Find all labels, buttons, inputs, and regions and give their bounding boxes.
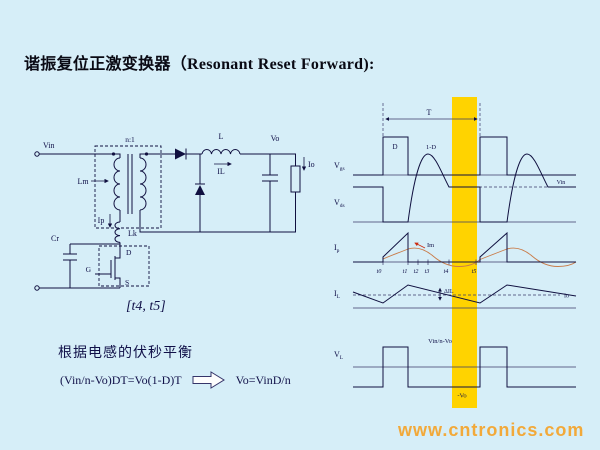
period-marker: T <box>382 103 481 138</box>
gate-label: G <box>86 265 92 274</box>
vds-row: Vin Vds <box>334 153 576 223</box>
drain-label: D <box>126 248 132 257</box>
vds-label: Vds <box>334 198 345 209</box>
t2-label: t2 <box>414 269 419 275</box>
il-row: Io ΔIL IL <box>334 284 577 309</box>
principle-text: 根据电感的伏秒平衡 <box>58 346 193 361</box>
resonant-capacitor: Cr <box>51 234 120 288</box>
im-label: Im <box>427 242 434 249</box>
t1-label: t1 <box>403 269 408 275</box>
primary-branch: Ip Lk <box>98 210 137 250</box>
vgs-label: Vgs <box>334 161 345 172</box>
vin-label: Vin <box>43 141 55 150</box>
output-inductor: L IL <box>201 132 296 176</box>
lm-label: Lm <box>77 177 89 186</box>
vin-level-label: Vin <box>557 180 566 186</box>
il-label: IL <box>217 167 225 176</box>
vo-label: Vo <box>271 134 280 143</box>
ip-row: Im Ip t0 t1 t2 t3 t4 t5 <box>334 231 577 275</box>
il-row-label: IL <box>334 289 341 300</box>
highlight-band <box>452 97 477 408</box>
vgs-row: D 1-D Vgs <box>334 136 576 176</box>
lk-label: Lk <box>128 229 137 238</box>
vl-row-label: VL <box>334 350 344 361</box>
t4-label: t4 <box>444 268 449 275</box>
turns-ratio-label: n:1 <box>125 135 135 144</box>
duty-on-label: D <box>392 143 397 151</box>
cr-label: Cr <box>51 234 59 243</box>
io-level-label: Io <box>564 294 569 300</box>
vl-row: Vin/n-Vo -Vo VL <box>334 338 576 400</box>
title-english: Resonant Reset Forward): <box>187 56 375 73</box>
title-chinese: 谐振复位正激变换器（ <box>24 56 188 73</box>
vl-high-label: Vin/n-Vo <box>428 338 452 345</box>
page-title: 谐振复位正激变换器（Resonant Reset Forward): <box>24 50 375 74</box>
equation-right: Vo=VinD/n <box>235 372 291 387</box>
mosfet: D G S <box>86 245 150 288</box>
delta-il-label: ΔIL <box>444 289 454 295</box>
ip-label: Ip <box>98 216 105 225</box>
t5-label: t5 <box>472 269 477 275</box>
watermark: www.cntronics.com <box>398 420 585 440</box>
l-label: L <box>219 132 224 141</box>
time-axis-labels: t0 t1 t2 t3 t4 t5 <box>377 268 477 275</box>
equation-left: (Vin/n-Vo)DT=Vo(1-D)T <box>60 372 182 387</box>
interval-caption: [t4, t5] <box>126 299 166 314</box>
ip-row-label: Ip <box>334 243 340 254</box>
forward-diode <box>139 148 202 160</box>
output-stage: Vo Io <box>139 134 315 233</box>
equation-row: (Vin/n-Vo)DT=Vo(1-D)T Vo=VinD/n <box>60 370 291 390</box>
t0-label: t0 <box>377 269 382 275</box>
vl-low-label: -Vo <box>457 393 466 400</box>
implies-arrow-icon <box>192 371 225 389</box>
transformer: n:1 Lm <box>77 135 162 229</box>
freewheel-diode <box>195 154 205 232</box>
source-label: S <box>125 278 129 287</box>
circuit-diagram: Vin n:1 Lm L <box>34 132 315 291</box>
period-label: T <box>427 108 432 117</box>
waveform-chart: T D 1-D Vgs Vin Vds Im <box>334 97 577 408</box>
t3-label: t3 <box>425 269 430 275</box>
io-label: Io <box>308 160 315 169</box>
duty-off-label: 1-D <box>426 144 436 151</box>
input-port: Vin <box>34 141 121 291</box>
